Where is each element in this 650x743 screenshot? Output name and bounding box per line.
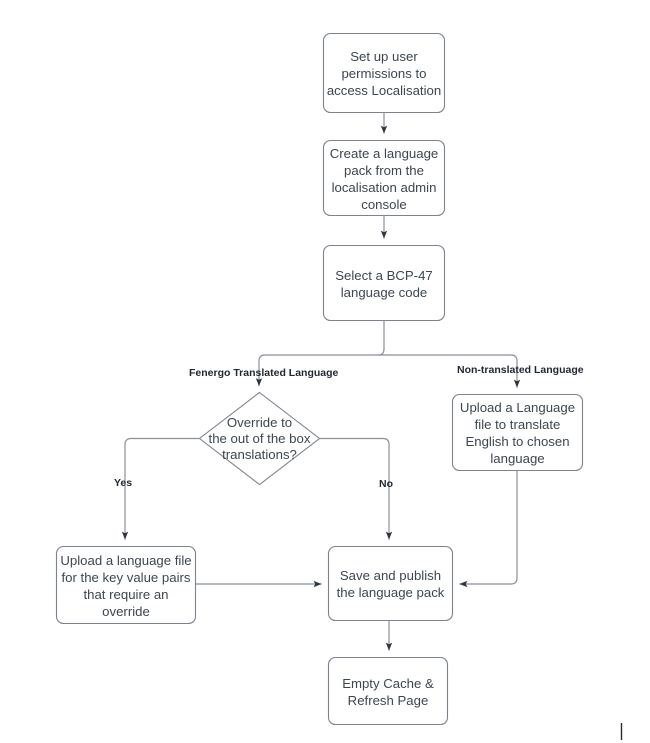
connector-split-to-decision: [255, 354, 385, 387]
node-save-publish-shape[interactable]: [327, 545, 454, 622]
connector-upload-nontranslated-to-save-publish: [459, 469, 518, 588]
node-upload-override-shape[interactable]: [55, 545, 197, 625]
node-override-decision-shape[interactable]: [198, 391, 321, 486]
node-upload-nontranslated-shape[interactable]: [451, 393, 584, 472]
edge-label-non-translated: Non-translated Language: [457, 364, 584, 376]
node-create-language-pack-shape[interactable]: [322, 139, 446, 217]
edge-label-fenergo-translated: Fenergo Translated Language: [189, 367, 339, 379]
node-select-bcp47-shape[interactable]: [322, 244, 446, 322]
connector-decision-yes-to-upload-override: [121, 437, 201, 540]
connector-split-corner: [377, 348, 385, 356]
connector-split-to-upload-nontranslated: [383, 354, 521, 388]
node-setup-permissions-shape[interactable]: [322, 32, 446, 114]
node-empty-cache-shape[interactable]: [327, 656, 449, 726]
edge-label-no: No: [379, 478, 393, 490]
edge-label-yes: Yes: [114, 477, 133, 489]
connector-decision-no-to-save-publish: [318, 437, 393, 540]
